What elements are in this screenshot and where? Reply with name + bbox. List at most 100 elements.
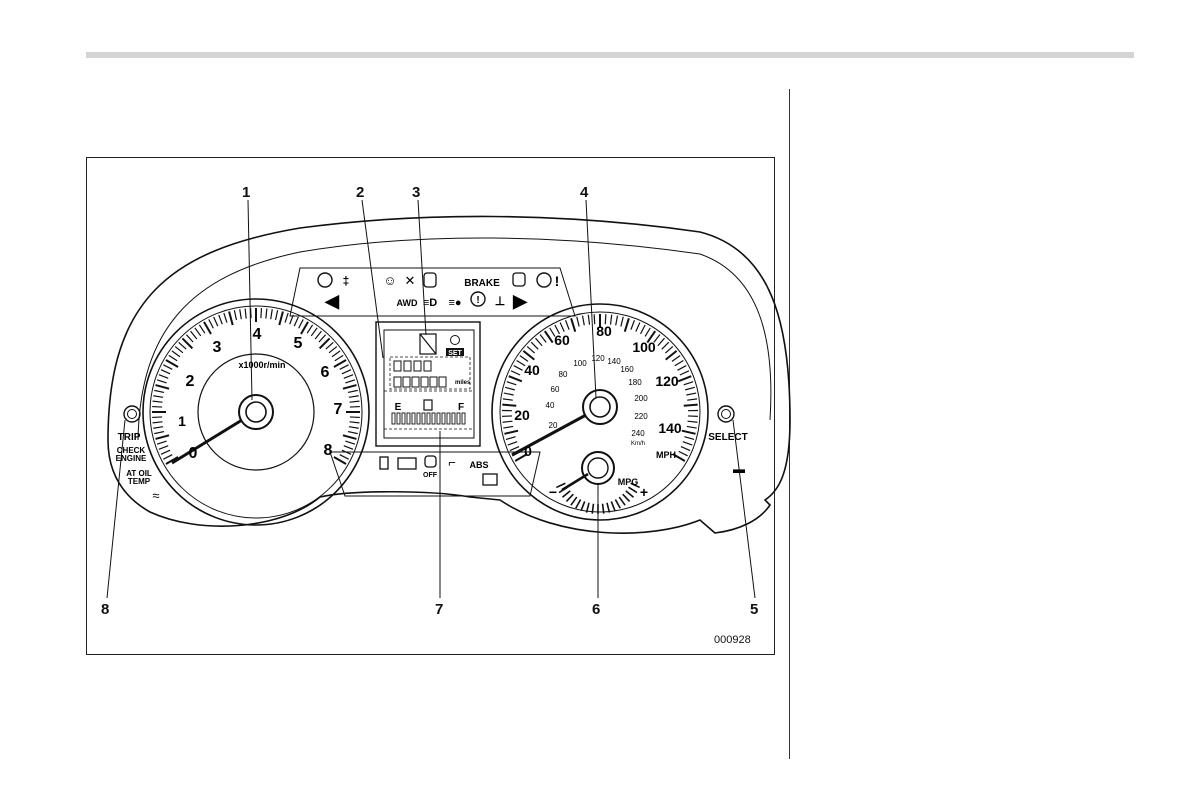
gauge-tick: [345, 380, 355, 383]
gauge-tick: [350, 417, 360, 418]
airbag-icon: ☺: [383, 273, 396, 288]
gauge-tick: [687, 399, 697, 400]
passenger-airbag-off-icon: ✕: [405, 273, 416, 288]
mpg-tick: [628, 487, 636, 492]
mpg-tick: [581, 501, 585, 510]
kmh-140: 140: [607, 357, 621, 366]
gauge-tick: [348, 432, 358, 434]
kmh-240: 240: [631, 429, 645, 438]
tach-num-1: 1: [178, 413, 186, 429]
gauge-tick: [335, 355, 343, 360]
defroster-icon: [318, 273, 332, 287]
trip-button[interactable]: [124, 406, 140, 422]
gauge-tick: [199, 325, 204, 333]
gauge-tick: [344, 375, 353, 379]
mph-120: 120: [655, 373, 679, 389]
tachometer: 0 1 2 3 4 5 6 7 8 x1000r/min: [143, 299, 369, 525]
lcd-digit: [430, 377, 437, 387]
gauge-tick: [583, 316, 585, 326]
gauge-tick: [153, 422, 163, 423]
odometer-top-segments: [394, 361, 431, 371]
fuel-bar-segment: [402, 413, 405, 424]
mph-40: 40: [524, 362, 540, 378]
callout-5: 5: [750, 601, 758, 618]
tach-num-5: 5: [294, 335, 303, 352]
gauge-tick: [348, 390, 358, 392]
gauge-tick: [511, 371, 520, 375]
gauge-tick: [507, 382, 517, 385]
gauge-tick: [508, 442, 517, 445]
lcd-digit: [412, 377, 419, 387]
gauge-tick: [154, 390, 164, 392]
fuel-bar-segment: [462, 413, 465, 424]
seatbelt-icon: [424, 273, 436, 287]
gauge-tick: [527, 346, 534, 353]
callout-7: 7: [435, 601, 443, 618]
gauge-tick: [662, 342, 669, 349]
security-icon: [483, 474, 497, 485]
gauge-tick: [343, 385, 357, 389]
gauge-tick: [503, 399, 513, 400]
figure-id: 000928: [714, 634, 751, 646]
kmh-unit: Km/h: [631, 441, 645, 447]
cluster-housing: [108, 216, 790, 533]
gauge-tick: [665, 346, 672, 353]
fuel-bar-segment: [452, 413, 455, 424]
mph-140: 140: [658, 420, 682, 436]
gauge-tick: [545, 331, 553, 343]
gauge-tick: [334, 457, 346, 464]
mph-60: 60: [554, 332, 570, 348]
gauge-tick: [204, 322, 211, 334]
mpg-tick: [611, 501, 615, 510]
kmh-100: 100: [573, 359, 587, 368]
fuel-pump-icon: [424, 400, 432, 410]
gauge-tick: [156, 435, 170, 439]
gauge-tick: [666, 351, 677, 360]
gauge-tick: [342, 370, 351, 374]
gauge-tick: [686, 393, 696, 395]
kmh-200: 200: [634, 394, 648, 403]
abs-warning-label: ABS: [469, 460, 488, 470]
gauge-tick: [161, 370, 170, 374]
gauge-tick: [349, 422, 359, 423]
mpg-tick: [571, 497, 577, 505]
gauge-tick: [157, 441, 167, 444]
fuel-bar-segment: [417, 413, 420, 424]
kmh-220: 220: [634, 412, 648, 421]
gauge-tick: [154, 432, 164, 434]
gauge-tick: [514, 366, 523, 371]
mpg-tick: [615, 500, 620, 509]
gauge-tick: [502, 405, 516, 406]
gauge-tick: [172, 351, 180, 357]
gauge-tick: [179, 342, 186, 349]
gauge-tick: [332, 351, 340, 357]
gauge-tick: [678, 376, 691, 381]
gauge-tick: [214, 317, 218, 326]
fuel-empty-label: E: [395, 402, 402, 413]
gauge-tick: [520, 356, 528, 362]
gauge-tick: [175, 347, 183, 353]
callout-3: 3: [412, 184, 420, 201]
gauge-tick: [641, 325, 646, 334]
gauge-tick: [504, 431, 518, 434]
gauge-tick: [349, 427, 359, 429]
power-steering-warning-mark: !: [555, 273, 560, 289]
gauge-tick: [159, 446, 168, 450]
gauge-tick: [683, 442, 692, 445]
gauge-tick: [350, 407, 360, 408]
mpg-tick: [562, 491, 570, 497]
gauge-tick: [156, 385, 170, 389]
tach-unit: x1000r/min: [238, 360, 285, 370]
vdc-off-icon: [425, 456, 436, 467]
tach-num-7: 7: [334, 401, 343, 418]
gauge-tick: [319, 335, 326, 342]
gauge-tick: [684, 382, 694, 385]
miles-label: miles: [455, 380, 471, 386]
gauge-tick: [577, 317, 579, 327]
gauge-tick: [509, 376, 522, 381]
power-steering-icon: [537, 273, 551, 287]
gauge-tick: [261, 308, 262, 318]
select-button[interactable]: [718, 406, 734, 422]
lcd-digit: [394, 361, 401, 371]
gauge-tick: [349, 401, 359, 402]
